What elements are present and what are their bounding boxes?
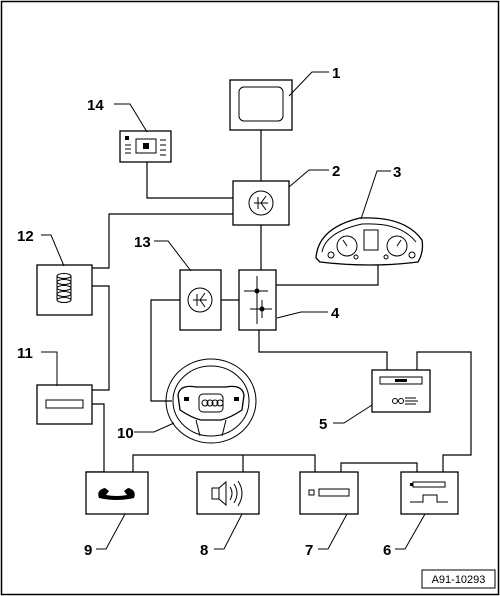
radio-unit-icon [371, 369, 431, 413]
display-screen-icon [229, 79, 293, 131]
wiring-lines [86, 130, 472, 473]
label-5: 5 [319, 416, 327, 433]
loudspeaker-icon [196, 471, 260, 515]
cd-drive-icon [400, 471, 459, 515]
control-unit-icon [179, 269, 222, 331]
label-1: 1 [332, 65, 340, 82]
label-10: 10 [117, 425, 134, 442]
label-9: 9 [84, 542, 92, 559]
label-8: 8 [200, 542, 208, 559]
control-panel-icon [119, 130, 172, 163]
label-3: 3 [393, 164, 401, 181]
control-unit-icon [232, 180, 290, 226]
label-7: 7 [305, 542, 313, 559]
label-13: 13 [134, 234, 151, 251]
label-2: 2 [332, 163, 340, 180]
label-14: 14 [87, 97, 104, 114]
number-labels: 1 2 3 4 5 6 7 8 9 10 11 12 13 14 [17, 65, 401, 559]
card-reader-icon [36, 384, 93, 425]
steering-wheel-icon [165, 358, 257, 444]
coil-antenna-icon [36, 264, 93, 316]
card-slot-unit-icon [299, 471, 359, 515]
reference-code: A91-10293 [432, 574, 486, 586]
label-11: 11 [17, 345, 33, 362]
reference-box: A91-10293 [421, 569, 496, 589]
label-6: 6 [383, 542, 391, 559]
leader-lines [41, 71, 426, 550]
junction-block-icon [238, 269, 277, 331]
label-4: 4 [331, 305, 340, 322]
label-12: 12 [17, 228, 34, 245]
instrument-cluster-icon [315, 217, 424, 266]
telephone-icon [85, 471, 149, 515]
